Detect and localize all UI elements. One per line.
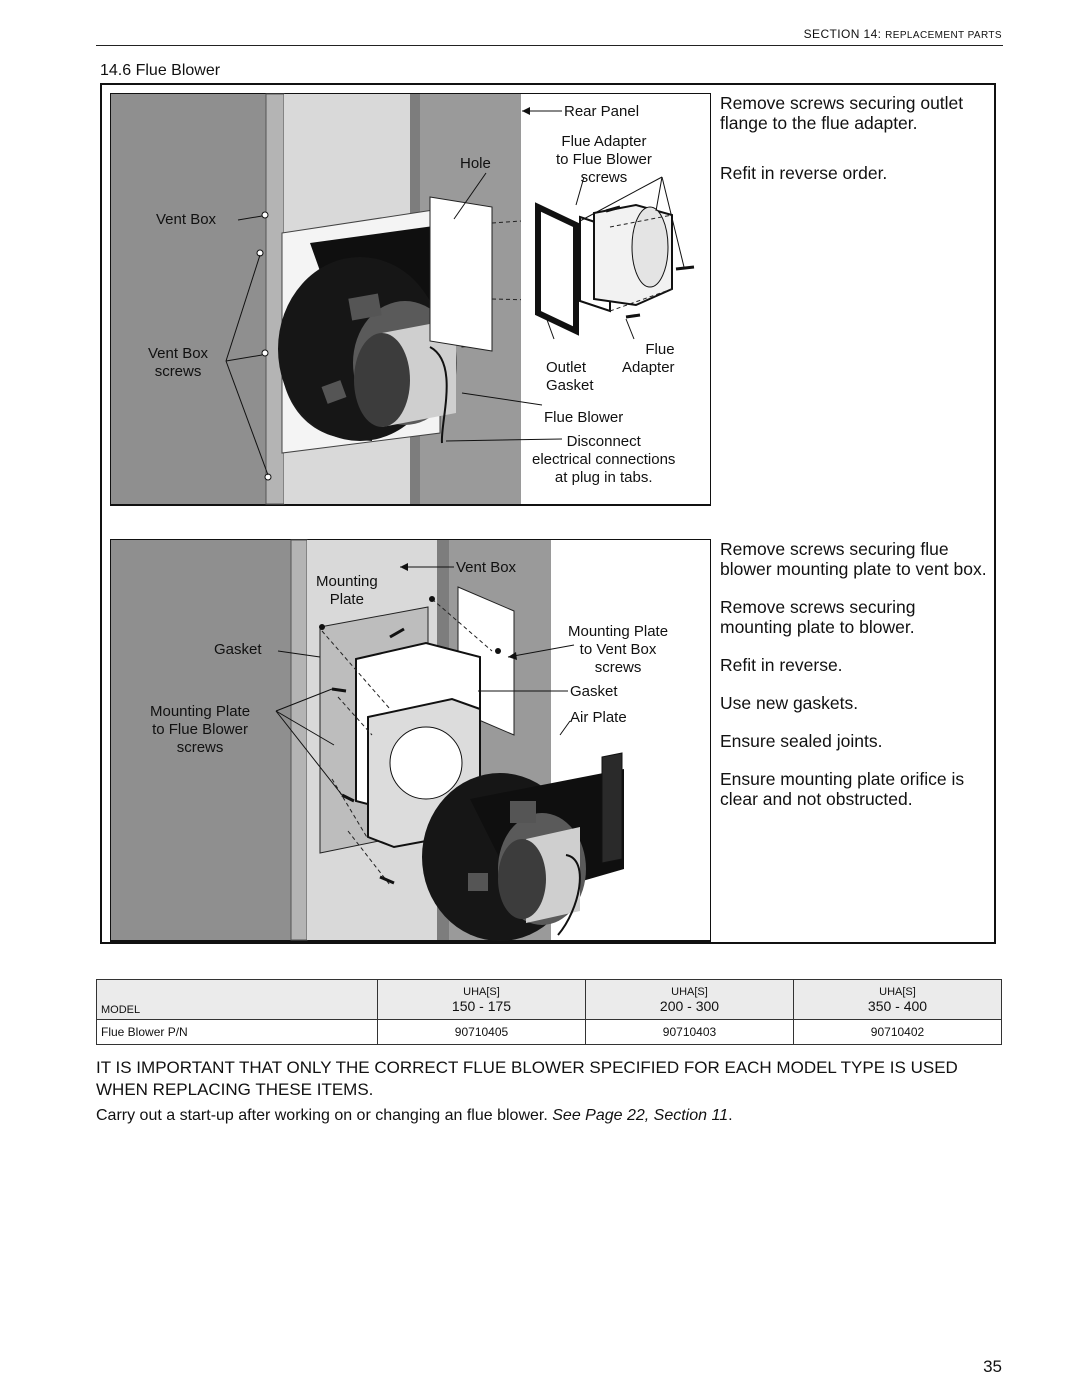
label-vent-box-screws: Vent Box screws xyxy=(148,345,209,380)
part-number: 90710405 xyxy=(377,1019,586,1045)
part-number: 90710403 xyxy=(585,1019,794,1045)
instruction-step: Use new gaskets. xyxy=(720,693,859,713)
label-flue-blower: Flue Blower xyxy=(544,409,624,426)
instruction-step: Refit in reverse. xyxy=(720,655,843,675)
model-cell: UHA[S]150 - 175 xyxy=(377,979,586,1020)
figure-flue-adapter: Rear Panel Flue Adapter to Flue Blower s… xyxy=(110,93,712,507)
table-row-part-number: Flue Blower P/N 90710405 90710403 907104… xyxy=(96,1019,1002,1045)
row-label: Flue Blower P/N xyxy=(96,1019,378,1045)
label-vent-box: Vent Box xyxy=(156,211,217,228)
instructions-figure2: Remove screws securing flue blower mount… xyxy=(720,539,992,809)
label-disconnect: Disconnect electrical connections at plu… xyxy=(532,433,676,486)
label-gasket-right: Gasket xyxy=(570,683,618,700)
figure-mounting-plate: Vent Box Mounting Plate Gasket Mounting … xyxy=(110,539,712,943)
instruction-step: Refit in reverse order. xyxy=(720,163,888,183)
label-outlet-gasket: Outlet Gasket xyxy=(546,359,594,394)
mounting-plate-illustration xyxy=(110,539,711,942)
label-mounting-plate-screws: Mounting Plate to Flue Blower screws xyxy=(150,703,251,756)
instruction-step: Remove screws securing mounting plate to… xyxy=(720,597,916,637)
label-rear-panel: Rear Panel xyxy=(564,103,640,120)
label-air-plate: Air Plate xyxy=(570,709,627,726)
instruction-step: Remove screws securing flue blower mount… xyxy=(720,539,987,579)
header-title: Replacement Parts xyxy=(885,30,1002,41)
label-flue-adapter-screws: Flue Adapter to Flue Blower screws xyxy=(556,133,652,186)
parts-table: MODEL UHA[S]150 - 175 UHA[S]200 - 300 UH… xyxy=(96,979,1002,1045)
section-title: 14.6 Flue Blower xyxy=(100,62,221,79)
flue-adapter-illustration xyxy=(110,93,711,506)
instruction-step: Ensure mounting plate orifice is clear a… xyxy=(720,769,965,809)
label-mounting-plate: Mounting Plate xyxy=(316,573,378,608)
label-hole: Hole xyxy=(460,155,491,172)
instructions-figure1: Remove screws securing outlet flange to … xyxy=(720,93,992,183)
warning-text: IT IS IMPORTANT THAT ONLY THE CORRECT FL… xyxy=(96,1058,958,1099)
label-flue-adapter: Flue Adapter xyxy=(622,341,675,376)
table-row-model: MODEL UHA[S]150 - 175 UHA[S]200 - 300 UH… xyxy=(96,979,1002,1020)
label-vent-box-2: Vent Box xyxy=(456,559,517,576)
model-label: MODEL xyxy=(96,979,378,1020)
model-cell: UHA[S]200 - 300 xyxy=(585,979,794,1020)
model-cell: UHA[S]350 - 400 xyxy=(793,979,1002,1020)
instruction-step: Remove screws securing outlet flange to … xyxy=(720,93,964,133)
page-number: 35 xyxy=(983,1357,1002,1376)
startup-note: Carry out a start-up after working on or… xyxy=(96,1107,733,1124)
label-gasket-left: Gasket xyxy=(214,641,262,658)
page-reference: See Page 22, Section 11 xyxy=(552,1107,729,1124)
part-number: 90710402 xyxy=(793,1019,1002,1045)
label-mounting-plate-vent-screws: Mounting Plate to Vent Box screws xyxy=(568,623,669,676)
running-header: SECTION 14: Replacement Parts xyxy=(803,27,1002,41)
header-rule xyxy=(96,45,1003,46)
instruction-step: Ensure sealed joints. xyxy=(720,731,883,751)
figure-frame: Rear Panel Flue Adapter to Flue Blower s… xyxy=(100,83,996,944)
